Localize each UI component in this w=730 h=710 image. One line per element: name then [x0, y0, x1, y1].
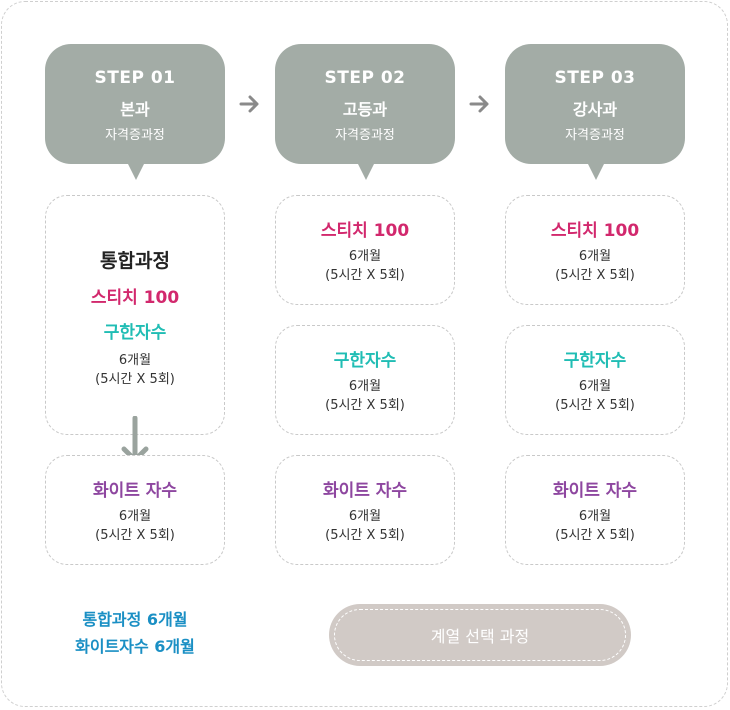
stitch-course-box: 스티치 100 6개월 (5시간 X 5회) [505, 195, 685, 305]
step-03-bubble: STEP 03 강사과 자격증과정 [505, 44, 685, 180]
course-schedule: (5시간 X 5회) [555, 398, 635, 413]
course-title: 화이트 자수 [552, 481, 638, 501]
step-01-bubble: STEP 01 본과 자격증과정 [45, 44, 225, 180]
course-title: 화이트 자수 [92, 481, 178, 501]
course-schedule: (5시간 X 5회) [555, 528, 635, 543]
course-schedule: (5시간 X 5회) [325, 398, 405, 413]
summary-line-integrated: 통합과정 6개월 [82, 610, 188, 629]
summary-text: 통합과정 6개월 화이트자수 6개월 [40, 606, 230, 660]
white-embroidery-box: 화이트 자수 6개월 (5시간 X 5회) [505, 455, 685, 565]
course-schedule: (5시간 X 5회) [555, 268, 635, 283]
arrow-right-icon [469, 95, 489, 113]
step-title: 고등과 [342, 100, 388, 119]
course-schedule: (5시간 X 5회) [95, 372, 175, 387]
course-duration: 6개월 [348, 509, 382, 524]
course-duration: 6개월 [348, 379, 382, 394]
course-item-guhan: 구한자수 [103, 323, 167, 343]
step-subtitle: 자격증과정 [565, 128, 625, 143]
course-schedule: (5시간 X 5회) [95, 528, 175, 543]
course-duration: 6개월 [348, 249, 382, 264]
guhan-course-box: 구한자수 6개월 (5시간 X 5회) [275, 325, 455, 435]
step-02-bubble: STEP 02 고등과 자격증과정 [275, 44, 455, 180]
course-duration: 6개월 [578, 249, 612, 264]
course-duration: 6개월 [118, 353, 152, 368]
guhan-course-box: 구한자수 6개월 (5시간 X 5회) [505, 325, 685, 435]
integrated-course-box: 통합과정 스티치 100 구한자수 6개월 (5시간 X 5회) [45, 195, 225, 435]
step-title: 본과 [120, 100, 150, 119]
course-title: 스티치 100 [550, 221, 640, 241]
course-duration: 6개월 [578, 509, 612, 524]
stitch-course-box: 스티치 100 6개월 (5시간 X 5회) [275, 195, 455, 305]
white-embroidery-box: 화이트 자수 6개월 (5시간 X 5회) [45, 455, 225, 565]
course-title: 화이트 자수 [322, 481, 408, 501]
course-schedule: (5시간 X 5회) [325, 268, 405, 283]
course-duration: 6개월 [578, 379, 612, 394]
course-schedule: (5시간 X 5회) [325, 528, 405, 543]
step-title: 강사과 [572, 100, 618, 119]
summary-line-white: 화이트자수 6개월 [75, 637, 195, 656]
elective-course-button[interactable]: 계열 선택 과정 [329, 604, 631, 666]
course-title: 구한자수 [333, 351, 397, 371]
elective-course-label: 계열 선택 과정 [430, 627, 530, 646]
step-subtitle: 자격증과정 [105, 128, 165, 143]
course-duration: 6개월 [118, 509, 152, 524]
step-number: STEP 01 [94, 68, 176, 88]
arrow-right-icon [239, 95, 259, 113]
white-embroidery-box: 화이트 자수 6개월 (5시간 X 5회) [275, 455, 455, 565]
step-subtitle: 자격증과정 [335, 128, 395, 143]
step-number: STEP 02 [324, 68, 406, 88]
course-title: 통합과정 [100, 250, 170, 272]
course-title: 구한자수 [563, 351, 627, 371]
course-item-stitch: 스티치 100 [90, 288, 180, 308]
step-number: STEP 03 [554, 68, 636, 88]
course-title: 스티치 100 [320, 221, 410, 241]
